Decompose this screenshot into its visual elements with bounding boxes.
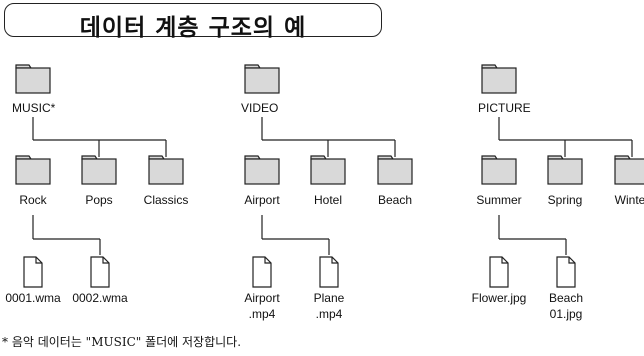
root-folder-label: MUSIC* — [12, 101, 56, 115]
file-label: 0002.wma — [72, 291, 128, 305]
file-label: Plane — [314, 291, 345, 305]
folder-icon — [377, 155, 413, 185]
file-label: Flower.jpg — [472, 291, 527, 305]
root-folder-label: PICTURE — [478, 101, 531, 115]
title-box: 데이터 계층 구조의 예 — [4, 3, 382, 41]
folder-icon — [614, 155, 644, 185]
file-label: Beach — [549, 291, 583, 305]
folder-label: Classics — [144, 193, 189, 207]
folder-icon — [481, 155, 517, 185]
folder-label: Winter — [615, 193, 644, 207]
folder-icon — [15, 155, 51, 185]
folder-icon — [547, 155, 583, 185]
file-icon — [319, 256, 339, 288]
diagram-title: 데이터 계층 구조의 예 — [79, 15, 307, 41]
folder-icon — [244, 155, 280, 185]
folder-label: Beach — [378, 193, 412, 207]
root-folder-icon — [481, 64, 517, 94]
root-folder-icon — [244, 64, 280, 94]
file-label: .mp4 — [249, 307, 276, 321]
footnote: * 음악 데이터는 "MUSIC" 폴더에 저장합니다. — [2, 335, 242, 349]
folder-label: Airport — [244, 193, 280, 207]
folder-label: Rock — [19, 193, 47, 207]
file-icon — [90, 256, 110, 288]
file-icon — [556, 256, 576, 288]
folder-label: Pops — [85, 193, 112, 207]
root-folder-icon — [15, 64, 51, 94]
file-label: Airport — [244, 291, 280, 305]
folder-icon — [310, 155, 346, 185]
file-icon — [489, 256, 509, 288]
folder-icon — [81, 155, 117, 185]
folder-icon — [148, 155, 184, 185]
folder-label: Hotel — [314, 193, 342, 207]
file-label: 0001.wma — [5, 291, 61, 305]
file-icon — [23, 256, 43, 288]
file-icon — [252, 256, 272, 288]
folder-label: Spring — [548, 193, 583, 207]
file-label: .mp4 — [316, 307, 343, 321]
file-label: 01.jpg — [550, 307, 583, 321]
folder-label: Summer — [476, 193, 521, 207]
root-folder-label: VIDEO — [241, 101, 278, 115]
